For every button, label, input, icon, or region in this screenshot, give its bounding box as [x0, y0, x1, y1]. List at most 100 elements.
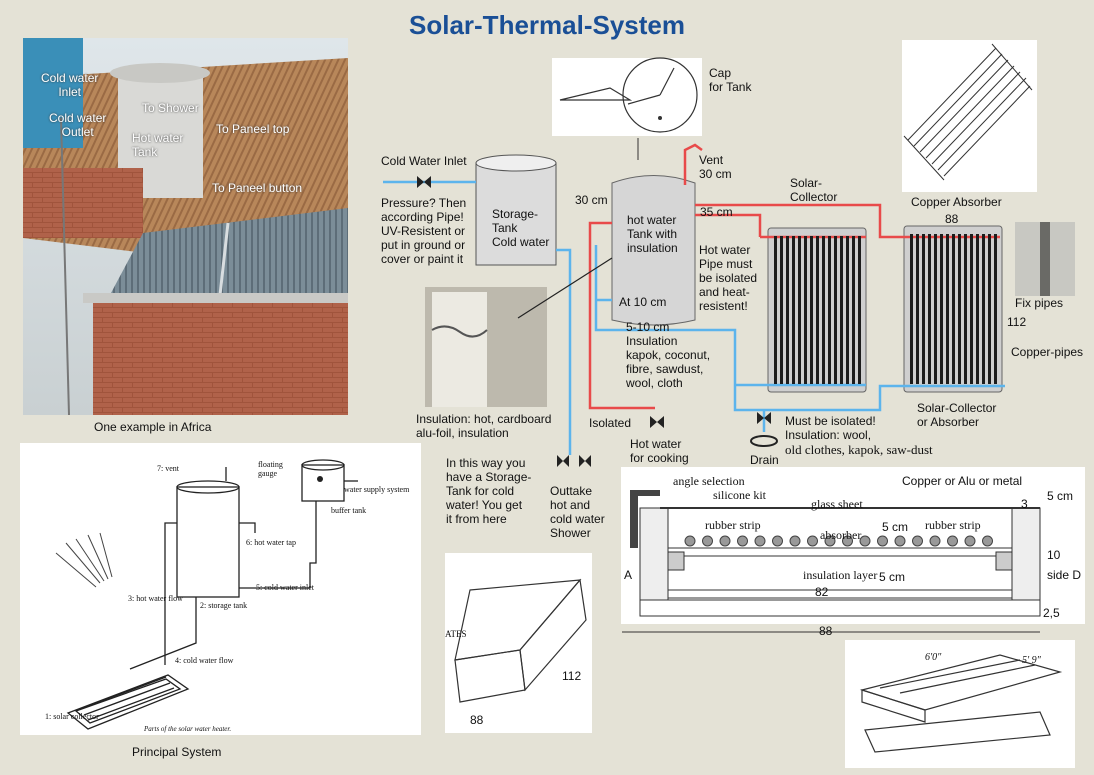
collector-height-112: 112	[1007, 315, 1027, 329]
collector-stripe	[810, 236, 813, 384]
section-copper-alu: Copper or Alu or metal	[902, 474, 1023, 488]
principal-vent: 7: vent	[157, 464, 179, 473]
collector-stripe	[910, 234, 913, 384]
box-ates: ATES	[445, 629, 467, 639]
vent-label: Vent 30 cm	[699, 153, 732, 181]
absorber-tube	[807, 535, 818, 547]
isolated-label: Isolated	[589, 416, 632, 430]
collector-stripe	[852, 236, 855, 384]
collector-stripe	[834, 236, 837, 384]
box-88: 88	[470, 713, 484, 727]
collector-stripe	[964, 234, 967, 384]
section-10: 10	[1047, 548, 1061, 562]
absorber-tube	[772, 535, 783, 547]
absorber-tube	[947, 535, 958, 547]
collector-stripe	[946, 234, 949, 384]
insulation-note: 5-10 cm Insulation kapok, coconut, fibre…	[626, 320, 711, 390]
principal-gauge: floating gauge	[258, 460, 283, 478]
absorber-tube	[877, 535, 888, 547]
section-glass: glass sheet	[811, 497, 863, 511]
hot-tank-label: hot water Tank with insulation	[627, 213, 678, 255]
copper-pipes-label: Copper-pipes	[1011, 345, 1084, 359]
collector-stripe	[934, 234, 937, 384]
storage-tank-label: Storage- Tank Cold water	[492, 207, 550, 249]
collector-stripe	[798, 236, 801, 384]
collector-stripe	[940, 234, 943, 384]
collector-stripe	[988, 234, 991, 384]
absorber-tube	[894, 535, 906, 547]
absorber-tube	[789, 535, 801, 547]
absorber-tube	[859, 535, 871, 547]
label-cold-outlet: Cold water Outlet	[49, 111, 107, 139]
absorber-tube	[912, 535, 923, 547]
section-side-d: side D	[1047, 568, 1082, 582]
collector-stripe	[816, 236, 819, 384]
cold-water-inlet-label: Cold Water Inlet	[381, 154, 467, 168]
section-rubber-left: rubber strip	[705, 518, 761, 532]
absorber-tube	[982, 535, 993, 547]
principal-storage: 2: storage tank	[200, 601, 248, 610]
principal-caption: Principal System	[132, 745, 222, 759]
frame-dim-1: 6'0"	[925, 652, 942, 663]
must-isolated-note-2: old clothes, kapok, saw-dust	[785, 442, 933, 457]
collector-stripe	[916, 234, 919, 384]
section-absorber-5cm: 5 cm	[882, 520, 909, 534]
collector-width-88: 88	[945, 212, 959, 226]
outtake-label: Outtake hot and cold water Shower	[550, 484, 605, 540]
section-absorber: absorber	[820, 528, 862, 542]
collector-stripe	[786, 236, 789, 384]
at-10cm-label: At 10 cm	[619, 295, 667, 309]
section-insulation-layer: insulation layer	[803, 568, 878, 582]
label-hot-tank: Hot water Tank	[132, 131, 184, 159]
label-to-paneel-button: To Paneel button	[212, 181, 303, 195]
principal-hot-flow: 3: hot water flow	[128, 594, 183, 603]
insulation-photo-label: Insulation: hot, cardboard alu-foil, ins…	[416, 412, 552, 440]
principal-cold-flow: 4: cold water flow	[175, 656, 234, 665]
collector-stripe	[840, 236, 843, 384]
principal-tap: 6: hot water tap	[246, 538, 296, 547]
label-to-shower: To Shower	[142, 101, 199, 115]
collector-stripe	[982, 234, 985, 384]
pressure-note: Pressure? Then according Pipe! UV-Resist…	[381, 196, 467, 266]
collector-stripe	[846, 236, 849, 384]
absorber-tube	[754, 535, 766, 547]
must-isolated-note: Must be isolated! Insulation: wool,	[785, 414, 876, 442]
absorber-tube	[929, 535, 941, 547]
principal-supply: water supply system	[344, 485, 410, 494]
section-angle: angle selection	[673, 474, 745, 488]
section-3: 3	[1021, 497, 1028, 511]
collector-stripe	[970, 234, 973, 384]
collector-absorber-label: Solar-Collector or Absorber	[917, 401, 997, 429]
dim-30cm: 30 cm	[575, 193, 608, 207]
collector-stripe	[958, 234, 961, 384]
absorber-tube	[719, 535, 731, 547]
section-2-5: 2,5	[1043, 606, 1060, 620]
africa-photo: Cold water Inlet Cold water Outlet To Sh…	[23, 38, 348, 415]
dim-35cm: 35 cm	[700, 205, 733, 219]
collector-stripe	[828, 236, 831, 384]
collector-stripe	[804, 236, 807, 384]
collector-stripe	[922, 234, 925, 384]
section-5cm-top: 5 cm	[1047, 489, 1074, 503]
hot-cooking-label: Hot water for cooking	[630, 437, 689, 465]
solar-collector-label: Solar- Collector	[790, 176, 838, 204]
section-82: 82	[815, 585, 829, 599]
collector-stripe	[994, 234, 997, 384]
frame-dim-2: 5' 9"	[1022, 655, 1041, 666]
principal-collector: 1: solar collector	[45, 712, 99, 721]
collector-stripe	[976, 234, 979, 384]
hot-pipe-note: Hot water Pipe must be isolated and heat…	[699, 243, 758, 313]
principal-parts: Parts of the solar water heater.	[144, 725, 232, 733]
section-a: A	[624, 568, 633, 582]
absorber-tube	[824, 535, 836, 547]
storage-way-note: In this way you have a Storage- Tank for…	[446, 456, 532, 526]
africa-caption: One example in Africa	[94, 420, 212, 434]
label-cold-inlet: Cold water Inlet	[41, 71, 99, 99]
principal-buffer: buffer tank	[331, 506, 367, 515]
section-silicone: silicone kit	[713, 488, 766, 502]
absorber-tube	[737, 535, 748, 547]
collector-stripe	[858, 236, 861, 384]
collector-stripe	[780, 236, 783, 384]
absorber-tube	[842, 535, 853, 547]
